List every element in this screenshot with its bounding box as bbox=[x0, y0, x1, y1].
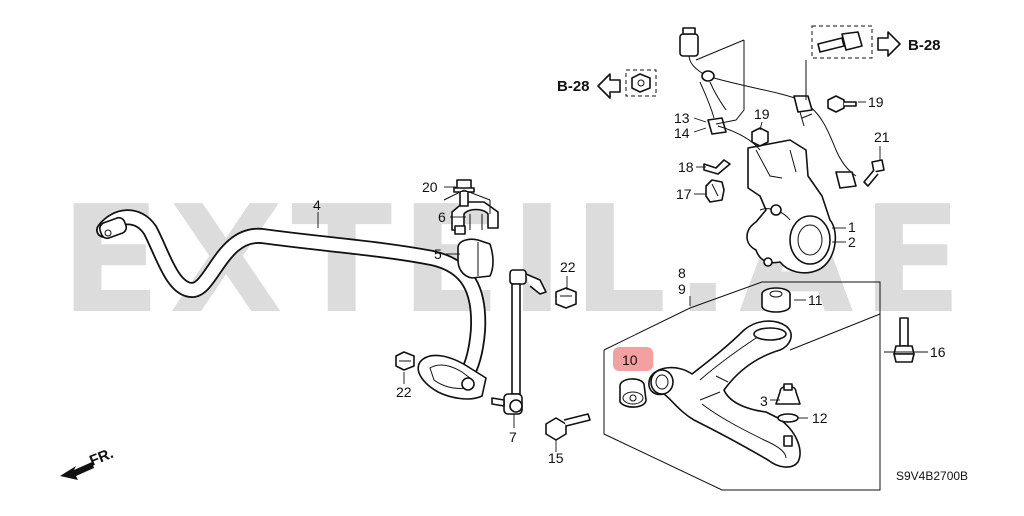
stabilizer-bracket bbox=[417, 354, 487, 400]
callout-19-center: 19 bbox=[754, 106, 770, 122]
callout-4: 4 bbox=[313, 197, 321, 213]
callout-1: 1 bbox=[848, 219, 856, 235]
lower-arm bbox=[648, 320, 801, 468]
b28-nut bbox=[625, 69, 657, 97]
lower-arm-bushing bbox=[761, 287, 791, 313]
bolt-21 bbox=[863, 159, 885, 187]
b28-bolt bbox=[811, 25, 873, 59]
stabilizer-bar bbox=[96, 209, 487, 390]
flange-bolt-15 bbox=[545, 413, 591, 441]
holder-frame bbox=[443, 189, 491, 214]
ref-arrow-right bbox=[877, 31, 901, 57]
ref-label-left: B-28 bbox=[557, 78, 590, 95]
callout-9: 9 bbox=[678, 281, 686, 297]
flange-bolt-16 bbox=[893, 317, 915, 363]
front-direction-arrow bbox=[60, 462, 94, 480]
callout-15: 15 bbox=[548, 450, 564, 466]
bolt-17 bbox=[705, 179, 725, 203]
ref-label-right: B-28 bbox=[908, 37, 941, 54]
assembly-frame bbox=[603, 281, 881, 491]
compliance-bushing bbox=[619, 378, 647, 408]
sensor-frame bbox=[695, 39, 745, 125]
ref-arrow-left bbox=[597, 73, 621, 99]
callout-22-right: 22 bbox=[560, 259, 576, 275]
callout-18: 18 bbox=[678, 159, 694, 175]
callout-22-left: 22 bbox=[396, 384, 412, 400]
wheel-speed-sensor bbox=[699, 81, 761, 151]
sensor-harness bbox=[679, 27, 857, 189]
direction-label: FR. bbox=[87, 445, 116, 470]
callout-11: 11 bbox=[808, 292, 823, 308]
callout-21: 21 bbox=[874, 129, 890, 145]
callout-3: 3 bbox=[760, 393, 768, 409]
callout-12: 12 bbox=[812, 410, 828, 426]
self-locking-nut-22-lower bbox=[395, 351, 415, 371]
callout-5: 5 bbox=[434, 246, 442, 262]
callout-10: 10 bbox=[622, 352, 638, 368]
highlight-callout-10 bbox=[613, 347, 653, 371]
callout-14: 14 bbox=[674, 125, 690, 141]
bolt-19-right bbox=[827, 95, 857, 113]
harness-clip bbox=[703, 159, 731, 175]
callout-20: 20 bbox=[422, 179, 438, 195]
stabilizer-holder bbox=[451, 201, 499, 235]
ball-joint-boot bbox=[775, 383, 801, 405]
ball-joint-stud bbox=[783, 435, 793, 447]
bolt-19-center bbox=[751, 127, 769, 147]
callout-16: 16 bbox=[930, 344, 946, 360]
callout-7: 7 bbox=[509, 429, 517, 445]
steering-knuckle bbox=[746, 139, 837, 274]
leader-lines bbox=[317, 101, 928, 452]
callout-2: 2 bbox=[848, 234, 856, 250]
callout-8: 8 bbox=[678, 265, 686, 281]
self-locking-nut-22-upper bbox=[555, 287, 577, 309]
callout-13: 13 bbox=[674, 110, 690, 126]
stabilizer-link bbox=[491, 269, 547, 415]
callout-17: 17 bbox=[676, 186, 692, 202]
reference-code: S9V4B2700B bbox=[896, 469, 968, 483]
callout-6: 6 bbox=[438, 209, 446, 225]
callout-19-right: 19 bbox=[868, 94, 884, 110]
stabilizer-bushing bbox=[457, 238, 494, 279]
